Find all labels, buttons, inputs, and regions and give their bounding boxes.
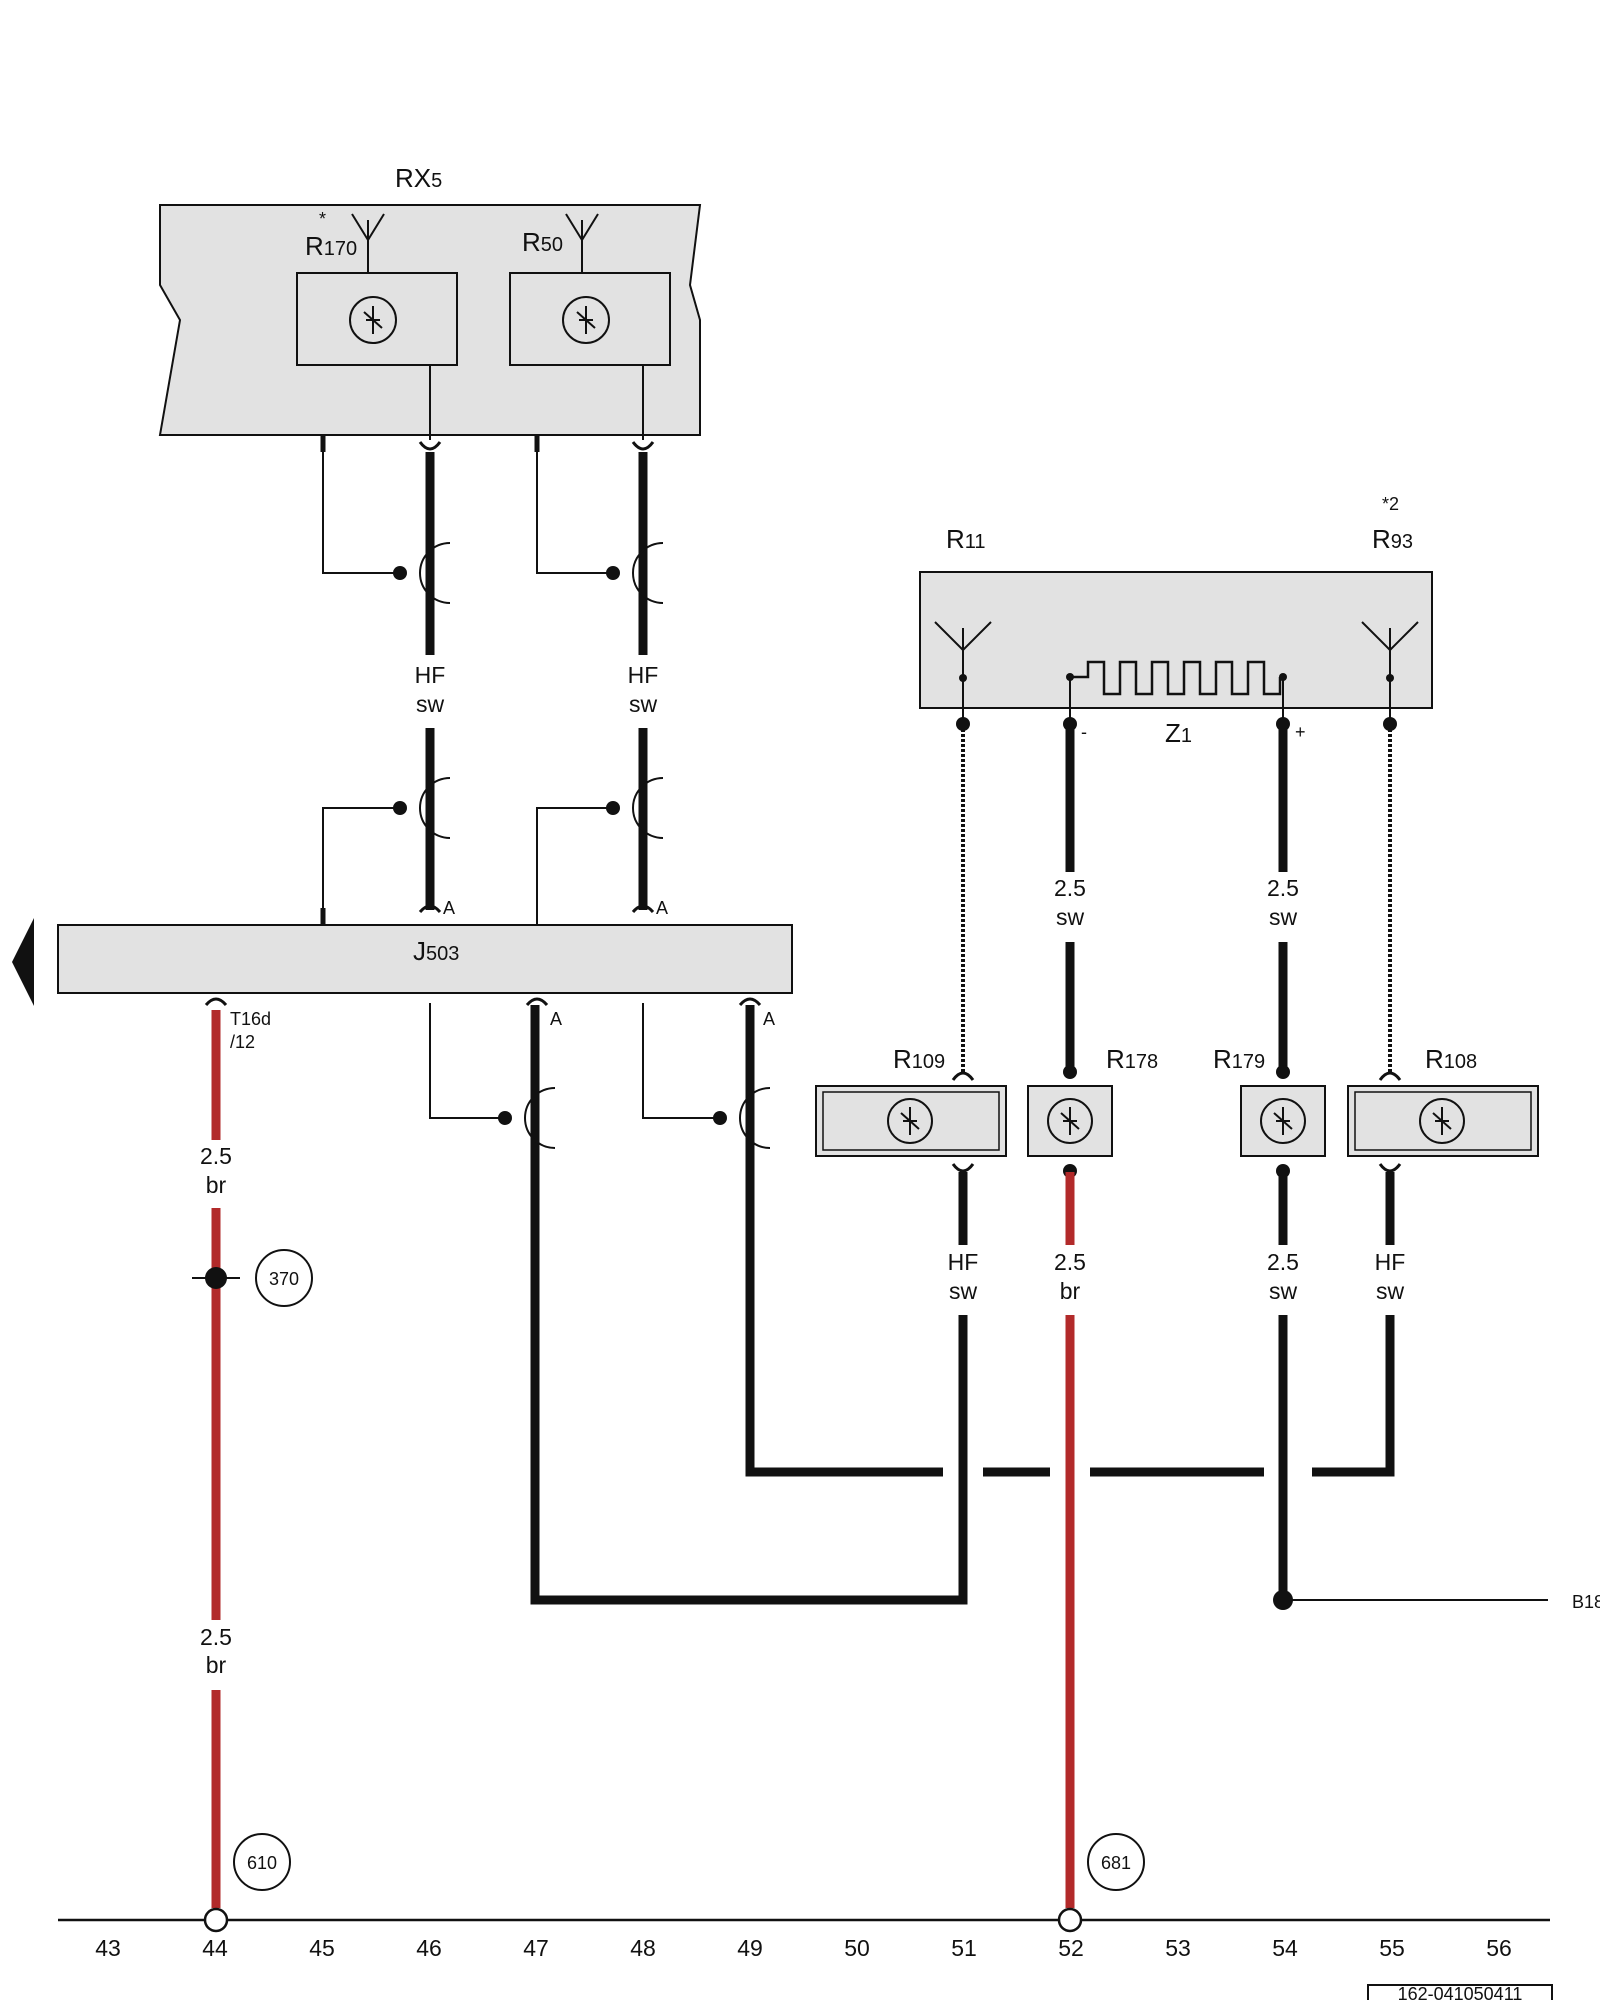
ruler-number: 56 <box>1486 1935 1512 1961</box>
svg-text:br: br <box>1060 1278 1081 1304</box>
svg-text:br: br <box>206 1652 227 1678</box>
svg-text:A: A <box>656 898 668 918</box>
svg-text:2.5: 2.5 <box>1267 1249 1299 1275</box>
ruler-number: 45 <box>309 1935 335 1961</box>
ruler-number: 44 <box>202 1935 228 1961</box>
svg-text:A: A <box>550 1009 562 1029</box>
drawing-number-box <box>1367 1984 1553 2000</box>
r93-label: R93 <box>1372 524 1413 554</box>
r50-amplifier-icon <box>562 296 610 344</box>
svg-text:HF: HF <box>1375 1249 1406 1275</box>
r50-label: R50 <box>522 227 563 257</box>
ruler-number: 55 <box>1379 1935 1405 1961</box>
r170-antenna-icon <box>351 213 385 273</box>
r179-amplifier-icon <box>1260 1098 1306 1144</box>
svg-text:sw: sw <box>1269 904 1298 930</box>
r11-antenna-icon <box>934 621 992 678</box>
t16d-label: T16d <box>230 1009 271 1029</box>
r109-amplifier-icon <box>887 1098 933 1144</box>
svg-text:681: 681 <box>1101 1853 1131 1873</box>
r170-label: R170 <box>305 231 357 261</box>
r108-amplifier-icon <box>1419 1098 1465 1144</box>
ruler-number: 49 <box>737 1935 763 1961</box>
b18-reference: B18 <box>1572 1592 1600 1612</box>
svg-text:HF: HF <box>948 1249 979 1275</box>
ruler-number: 48 <box>630 1935 656 1961</box>
svg-text:sw: sw <box>1376 1278 1405 1304</box>
svg-text:sw: sw <box>1269 1278 1298 1304</box>
r11-label: R11 <box>946 524 986 554</box>
r179-label: R179 <box>1213 1044 1265 1074</box>
ruler-number: 52 <box>1058 1935 1084 1961</box>
r170-amplifier-icon <box>349 296 397 344</box>
r109-label: R109 <box>893 1044 945 1074</box>
j503-label: J503 <box>413 936 459 966</box>
ruler-number: 54 <box>1272 1935 1298 1961</box>
ruler-number: 47 <box>523 1935 549 1961</box>
svg-text:sw: sw <box>1056 904 1085 930</box>
r108-label: R108 <box>1425 1044 1477 1074</box>
svg-text:2.5: 2.5 <box>1054 1249 1086 1275</box>
svg-text:2.5: 2.5 <box>1267 875 1299 901</box>
ref-610-badge <box>233 1833 291 1891</box>
r170-mark: * <box>319 209 326 229</box>
hf-b-size: HF <box>628 662 659 688</box>
ruler-number: 51 <box>951 1935 977 1961</box>
j503-box <box>57 924 793 994</box>
column-ruler: 43 44 45 46 47 48 49 50 51 52 53 54 55 56 <box>95 1935 1512 1961</box>
r11-r93-box <box>919 571 1433 709</box>
z1-heater-element <box>1070 660 1282 696</box>
continuation-arrow-icon <box>12 918 34 1006</box>
svg-text:370: 370 <box>269 1269 299 1289</box>
r178-amplifier-icon <box>1047 1098 1093 1144</box>
svg-text:610: 610 <box>247 1853 277 1873</box>
svg-text:A: A <box>443 898 455 918</box>
svg-text:sw: sw <box>949 1278 978 1304</box>
ruler-number: 46 <box>416 1935 442 1961</box>
ruler-number: 43 <box>95 1935 121 1961</box>
r50-antenna-icon <box>565 213 599 273</box>
ref-370-badge <box>255 1249 313 1307</box>
svg-text:A: A <box>763 1009 775 1029</box>
hf-b-color: sw <box>629 691 658 717</box>
r93-antenna-icon <box>1361 621 1419 678</box>
hf-a-color: sw <box>416 691 445 717</box>
svg-text:2.5: 2.5 <box>200 1624 232 1650</box>
rx5-label: RX5 <box>395 163 442 193</box>
ruler-number: 53 <box>1165 1935 1191 1961</box>
ref-681-badge <box>1087 1833 1145 1891</box>
hf-a-size: HF <box>415 662 446 688</box>
svg-text:2.5: 2.5 <box>1054 875 1086 901</box>
t16d-pin: /12 <box>230 1032 255 1052</box>
z1-plus: + <box>1295 722 1306 742</box>
z1-label: Z1 <box>1165 718 1192 748</box>
ruler-number: 50 <box>844 1935 870 1961</box>
z1-minus: - <box>1081 722 1087 742</box>
drawing-number: 162-041050411 <box>1398 1984 1523 2000</box>
r93-mark: *2 <box>1382 494 1399 514</box>
svg-text:br: br <box>206 1172 227 1198</box>
r178-label: R178 <box>1106 1044 1158 1074</box>
svg-text:2.5: 2.5 <box>200 1143 232 1169</box>
